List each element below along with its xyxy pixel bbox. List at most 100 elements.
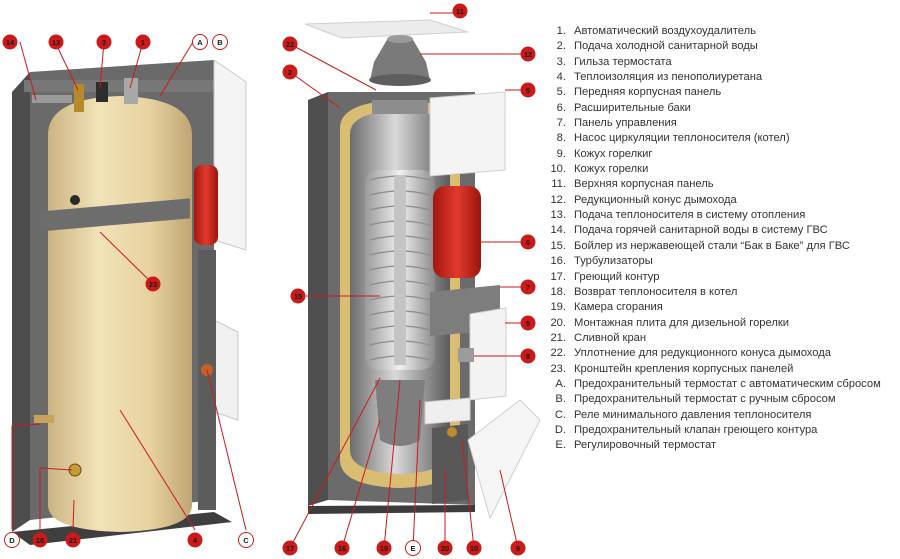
legend-text: Монтажная плита для дизельной горелки [574, 316, 790, 329]
callout-9-label: 9 [516, 544, 520, 553]
legend-key: C. [554, 408, 566, 421]
callout-E-label: E [410, 544, 415, 553]
legend-item: 22.Уплотнение для редукционного конуса д… [548, 346, 898, 361]
callouts: 14 13 3 1 A B 23 D 18 21 4 C 11 22 12 2 … [2, 3, 536, 556]
legend-item: 23. Кронштейн крепления корпусных панелей [548, 362, 898, 377]
legend-key: D. [554, 423, 566, 436]
legend-item: 11.Верхняя корпусная панель [548, 177, 898, 192]
left-pipe-valve [124, 78, 138, 104]
callout-12: 12 [520, 46, 536, 62]
legend-item: 12.Редукционный конус дымохода [548, 193, 898, 208]
left-side-frame [198, 250, 216, 510]
legend-text: Расширительные баки [574, 101, 691, 114]
callout-B: B [212, 34, 228, 50]
legend-key: 13. [550, 209, 566, 222]
callout-23-label: 23 [149, 280, 157, 289]
callout-23: 23 [145, 276, 161, 292]
legend-text: Возврат теплоносителя в котел [574, 285, 738, 298]
left-boiler-unit [12, 59, 247, 545]
legend-text: Турбулизаторы [574, 255, 653, 268]
legend-text: Гильза термостата [574, 55, 672, 68]
legend-item: 21.Сливной кран [548, 331, 898, 346]
legend-text: Предохранительный клапан греющего контур… [574, 423, 818, 436]
legend-item: 10. Кожух горелки [548, 162, 898, 177]
legend-item: 19. Камера сгорания [548, 300, 898, 315]
legend-key: E. [555, 439, 566, 452]
callout-13: 13 [48, 34, 64, 50]
legend-item: 16. Турбулизаторы [548, 254, 898, 269]
callout-14: 14 [2, 34, 18, 50]
right-burner-plate [432, 424, 468, 504]
callout-2-label: 2 [288, 68, 292, 77]
turbulator-core [394, 175, 406, 365]
legend-item: 13. Подача теплоносителя в систему отопле… [548, 208, 898, 223]
right-front-upper-panel [429, 91, 506, 177]
legend-item: A.Предохранительный термостат с автомати… [548, 377, 898, 392]
left-tank-port-top [70, 195, 80, 205]
callout-A-label: A [197, 38, 203, 47]
legend-text: Теплоизоляция из пенополиуретана [574, 71, 763, 84]
right-base-frame [308, 505, 475, 514]
legend-key: 12. [550, 193, 566, 206]
legend-text: Насос циркуляции теплоносителя (котел) [574, 132, 790, 145]
legend-key: 3. [556, 55, 566, 68]
legend-item: 2.Подача холодной санитарной воды [548, 39, 898, 54]
callout-21-label: 21 [69, 536, 77, 545]
callout-5-lower-label: 5 [526, 319, 530, 328]
legend-text: Кожух горелки [574, 163, 649, 176]
callout-B-label: B [217, 38, 223, 47]
legend-text: Верхняя корпусная панель [574, 178, 714, 191]
callout-21: 21 [65, 532, 81, 548]
legend-key: 22. [550, 347, 566, 360]
callout-5-upper-label: 5 [526, 86, 530, 95]
callout-18-label: 18 [36, 536, 44, 545]
legend-key: 10. [550, 163, 566, 176]
legend-key: 7. [556, 117, 566, 130]
callout-16: 16 [334, 540, 350, 556]
legend-item: D. Предохранительный клапан греющего конт… [548, 423, 898, 438]
callout-4-label: 4 [193, 536, 198, 545]
legend-text: Подача теплоносителя в систему отопления [574, 209, 806, 222]
callout-18: 18 [32, 532, 48, 548]
callout-13-label: 13 [52, 38, 60, 47]
left-lower-white-panel [213, 319, 239, 421]
legend-text: Предохранительный термостат с ручным сбр… [574, 393, 836, 406]
callout-D-label: D [9, 536, 15, 545]
legend-key: 5. [556, 86, 566, 99]
legend-key: 21. [550, 331, 566, 344]
callout-7: 7 [520, 279, 536, 295]
right-expansion-tank [433, 186, 481, 278]
callout-1: 1 [135, 34, 151, 50]
callout-3: 3 [96, 34, 112, 50]
callout-16-label: 16 [338, 544, 346, 553]
legend-text: Бойлер из нержавеющей стали “Бак в Баке”… [574, 239, 850, 252]
legend-text: Реле минимального давления теплоносителя [574, 408, 812, 421]
legend-text: Кронштейн крепления корпусных панелей [574, 362, 794, 375]
legend-key: 14. [550, 224, 566, 237]
legend-item: 1.Автоматический воздухоудалитель [548, 24, 898, 39]
callout-22: 22 [282, 36, 298, 52]
legend-key: 4. [556, 71, 566, 84]
left-tank-bracket [40, 198, 190, 232]
legend-key: 2. [556, 40, 566, 53]
legend-item: 8.Насос циркуляции теплоносителя (котел) [548, 131, 898, 146]
flue-cone-top [387, 35, 413, 43]
legend-item: 5.Передняя корпусная панель [548, 85, 898, 100]
legend-key: 20. [550, 316, 566, 329]
legend-text: Панель управления [574, 117, 677, 130]
left-pipe-drain [34, 415, 54, 423]
right-boiler-unit [304, 19, 540, 520]
callout-17: 17 [282, 540, 298, 556]
legend-item: 6.Расширительные баки [548, 101, 898, 116]
legend-key: 23. [550, 362, 566, 375]
callout-A: A [192, 34, 208, 50]
boiler-cutaway-diagram: 14 13 3 1 A B 23 D 18 21 4 C 11 22 12 2 … [2, 3, 540, 556]
callout-9: 9 [510, 540, 526, 556]
legend-key: 15. [550, 239, 566, 252]
right-burner-casing [424, 397, 471, 425]
legend-key: 19. [550, 301, 566, 314]
legend-key: 16. [550, 255, 566, 268]
legend-text: Камера сгорания [574, 301, 663, 314]
combustion-chamber [375, 380, 425, 446]
legend-item: 3. Гильза термостата [548, 55, 898, 70]
